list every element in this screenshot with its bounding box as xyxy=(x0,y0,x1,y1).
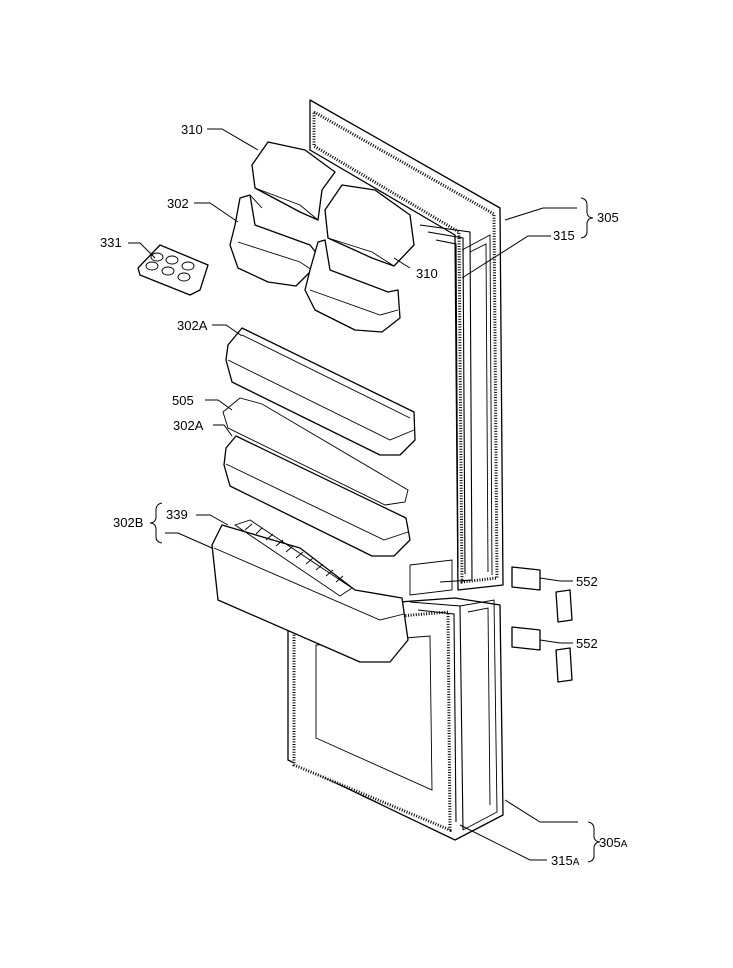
label-310-cover-right: 310 xyxy=(416,266,438,281)
label-302a-lower: 302A xyxy=(173,418,204,433)
grille-339 xyxy=(233,519,353,597)
lower-door xyxy=(287,597,504,841)
label-331-egg-tray: 331 xyxy=(100,235,122,250)
bottom-shelf-302b xyxy=(211,524,409,663)
small-shelf-302-left xyxy=(229,194,319,287)
hinge-552-upper xyxy=(511,566,573,623)
label-315a-gasket: 315A xyxy=(551,853,580,868)
door-cover-310-right xyxy=(324,184,415,267)
part-labels: 310 302 331 305 315 310 302A 505 302A 33… xyxy=(100,122,628,868)
label-552-hinge-lower: 552 xyxy=(576,636,598,651)
retainer-bar-505 xyxy=(222,397,409,506)
label-310-cover: 310 xyxy=(181,122,203,137)
label-552-hinge-upper: 552 xyxy=(576,574,598,589)
label-302b-shelf: 302B xyxy=(113,515,143,530)
label-302a-upper: 302A xyxy=(177,318,208,333)
leader-lines xyxy=(128,128,578,861)
label-305-door: 305 xyxy=(597,210,619,225)
label-505-retainer: 505 xyxy=(172,393,194,408)
label-305a-door: 305A xyxy=(599,835,628,850)
label-315-gasket: 315 xyxy=(553,228,575,243)
bottle-shelf-302a-lower xyxy=(223,435,411,557)
door-cover-310-left xyxy=(251,141,336,221)
hinge-552-lower xyxy=(511,626,573,683)
brackets xyxy=(149,197,601,863)
small-shelf-302-right xyxy=(304,239,401,333)
upper-door xyxy=(309,99,504,596)
label-339-grille: 339 xyxy=(166,507,188,522)
label-302-shelf: 302 xyxy=(167,196,189,211)
egg-tray-331 xyxy=(137,244,209,296)
bottle-shelf-302a-upper xyxy=(225,327,416,456)
